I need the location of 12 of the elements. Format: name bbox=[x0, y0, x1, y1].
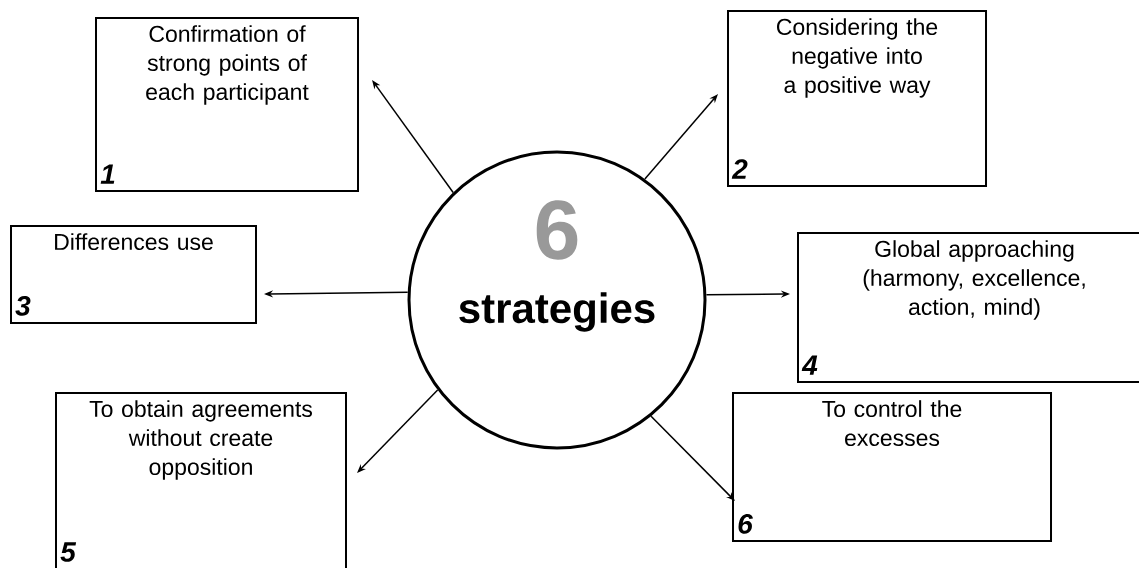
arrow bbox=[372, 80, 454, 194]
box-number: 5 bbox=[60, 542, 77, 562]
arrow bbox=[644, 94, 718, 180]
number: 6 bbox=[536, 200, 578, 260]
box-number: 3 bbox=[15, 296, 31, 316]
box-number: 6 bbox=[738, 514, 753, 534]
arrow bbox=[357, 389, 439, 473]
box-number: 4 bbox=[801, 355, 818, 375]
center-label: strategies bbox=[459, 292, 655, 332]
box-number: 2 bbox=[731, 159, 748, 179]
box-number: 1 bbox=[100, 164, 115, 184]
arrow bbox=[650, 415, 735, 501]
